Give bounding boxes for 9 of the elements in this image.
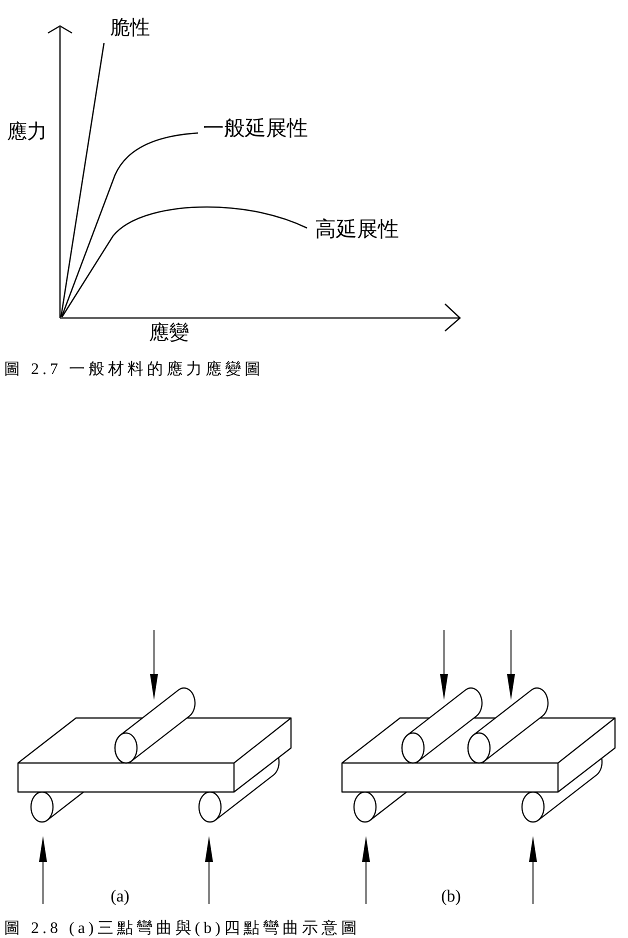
figure-caption: 圖 2.8 (a)三點彎曲與(b)四點彎曲示意圖: [4, 921, 360, 937]
curve-label: 脆性: [110, 17, 150, 37]
axis-label: 應變: [149, 322, 189, 342]
curve-label: 一般延展性: [203, 118, 308, 139]
figure-caption: 圖 2.7 一般材料的應力應變圖: [4, 362, 264, 378]
panel-label: (b): [441, 888, 461, 904]
axis-label: 應力: [7, 121, 47, 141]
panel-label: (a): [110, 888, 130, 904]
curve-label: 高延展性: [315, 219, 399, 240]
